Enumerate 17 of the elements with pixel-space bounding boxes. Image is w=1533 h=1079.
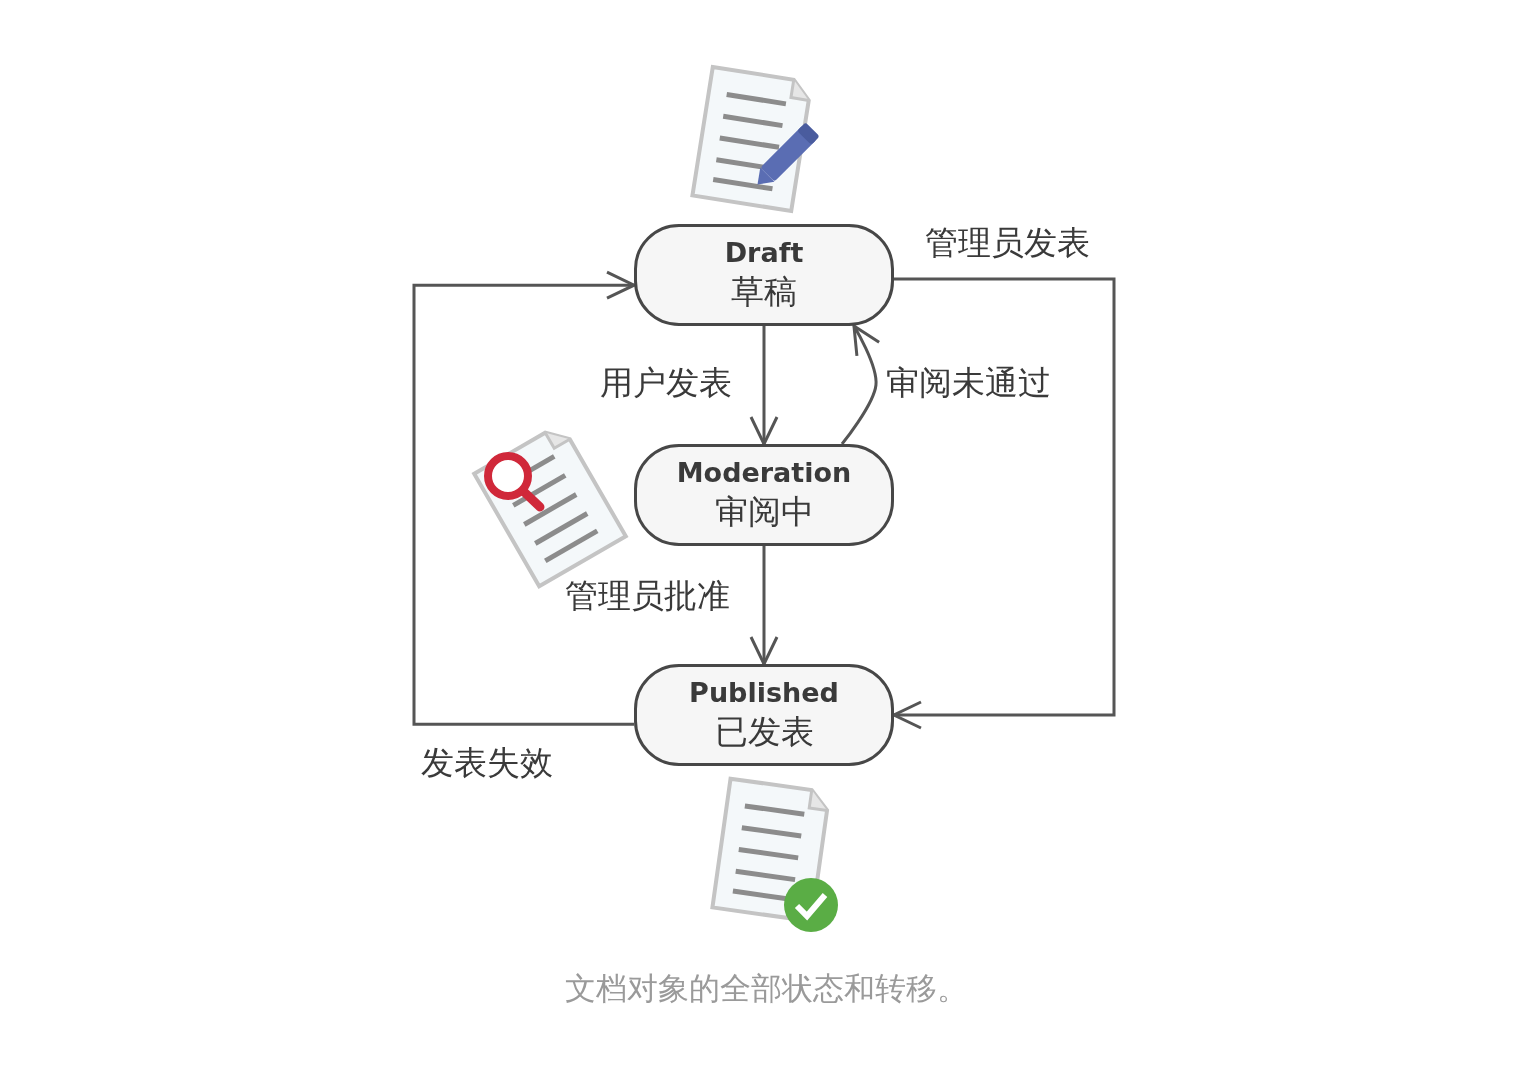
arrow	[840, 324, 881, 445]
caption: 文档对象的全部状态和转移。	[565, 970, 968, 1006]
arrow	[892, 277, 1116, 730]
transition-label: 发表失效	[421, 743, 553, 783]
arrow	[749, 546, 779, 666]
transition-label: 管理员批准	[565, 576, 730, 616]
arrow	[749, 326, 779, 446]
transition-label: 审阅未通过	[886, 363, 1051, 403]
state-name: Draft	[724, 236, 804, 270]
state-name-chinese: 审阅中	[714, 491, 814, 533]
arrow	[412, 270, 636, 726]
transition-label: 用户发表	[600, 363, 732, 403]
state-name-chinese: 已发表	[714, 711, 814, 753]
state-name-chinese: 草稿	[731, 271, 797, 313]
state-name: Published	[689, 676, 839, 710]
state-name: Moderation	[676, 456, 852, 490]
transition-label: 管理员发表	[925, 223, 1090, 263]
